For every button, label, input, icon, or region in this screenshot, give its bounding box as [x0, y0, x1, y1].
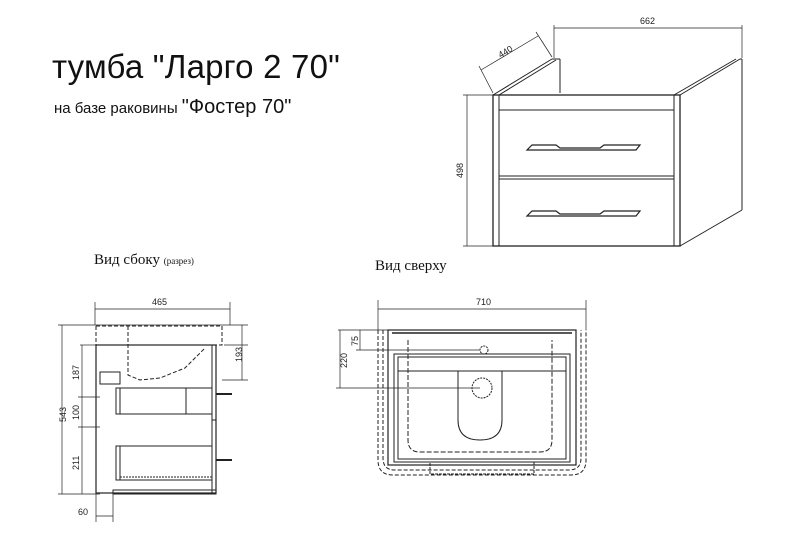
subtitle-prefix: на базе раковины — [54, 100, 178, 117]
dim-side-total-height: 543 — [58, 407, 68, 422]
isometric-view: 662 440 498 — [455, 16, 743, 247]
dim-iso-depth: 440 — [496, 44, 514, 60]
dim-side-middle: 100 — [71, 405, 81, 420]
side-view-note: (разрез) — [163, 256, 194, 266]
subtitle: на базе раковины "Фостер 70" — [54, 96, 291, 119]
dim-top-depth: 220 — [339, 353, 349, 368]
dim-side-sink-height: 193 — [234, 347, 244, 362]
dim-side-depth: 465 — [152, 297, 167, 307]
top-view-label: Вид сверху — [375, 258, 447, 274]
dim-top-width: 710 — [476, 297, 491, 307]
dim-side-upper: 187 — [71, 365, 81, 380]
dim-iso-height: 498 — [455, 163, 465, 178]
page-title: тумба "Ларго 2 70" — [52, 48, 341, 85]
sink-name: "Фостер 70" — [181, 96, 292, 118]
dim-top-front: 75 — [350, 336, 360, 346]
side-view-label: Вид сбоку (разрез) — [94, 252, 194, 269]
side-view: 543 465 193 — [58, 297, 248, 522]
side-view-title: Вид сбоку — [94, 252, 160, 268]
top-view: 710 220 75 — [336, 297, 587, 476]
dim-iso-width: 662 — [640, 16, 655, 26]
dim-side-offset: 60 — [78, 507, 88, 517]
dim-side-lower: 211 — [71, 456, 81, 470]
